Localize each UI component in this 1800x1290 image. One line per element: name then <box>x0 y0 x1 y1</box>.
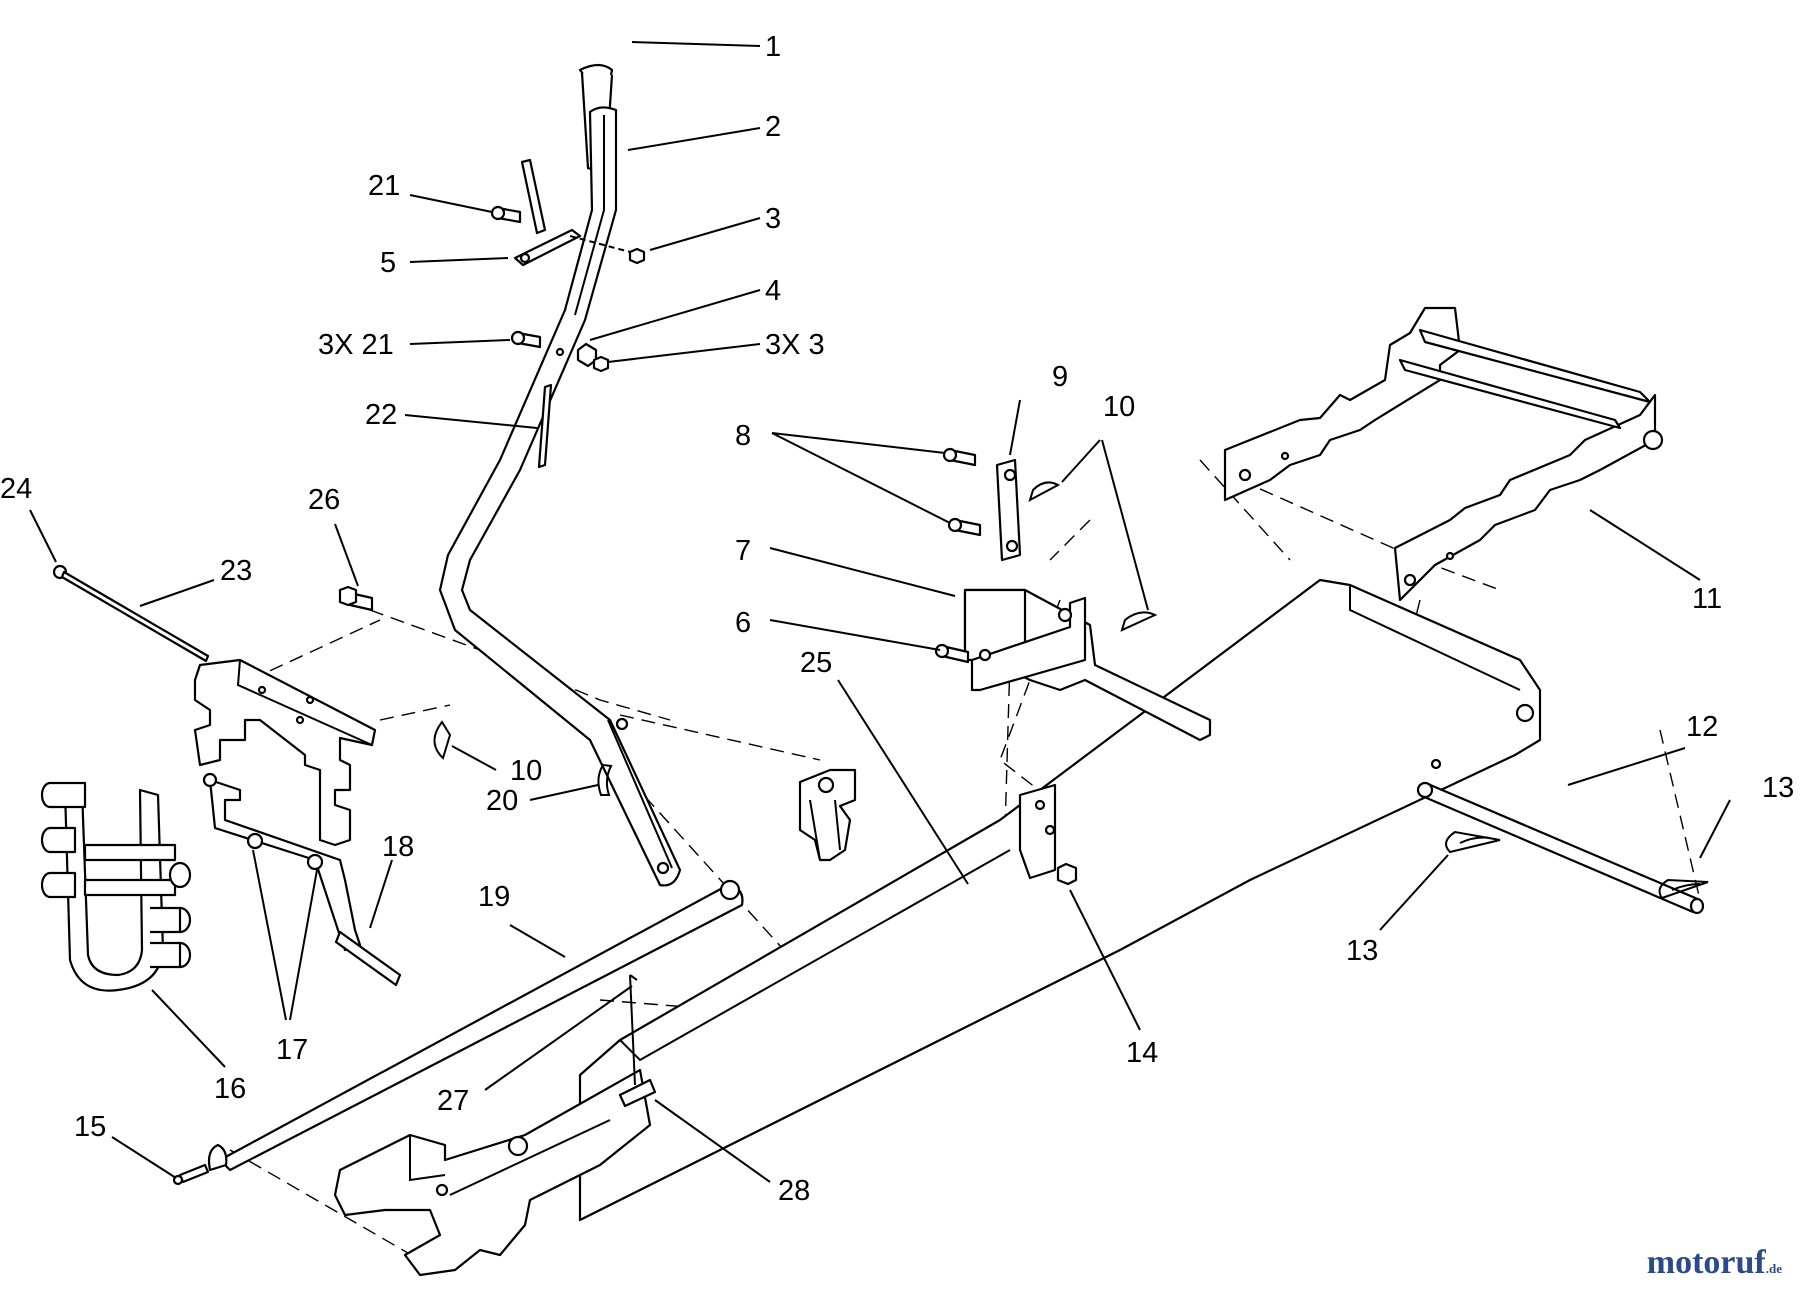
callout-2: 2 <box>765 111 781 143</box>
callout-6: 6 <box>735 607 751 639</box>
callout-15: 15 <box>74 1111 106 1143</box>
callout-9: 9 <box>1052 361 1068 393</box>
part-26-bolt <box>338 585 374 612</box>
callout-3: 3 <box>765 203 781 235</box>
callout-14: 14 <box>1126 1037 1158 1069</box>
part-20-cotter <box>597 763 613 796</box>
callout-10-left: 10 <box>510 755 542 787</box>
callout-1: 1 <box>765 31 781 63</box>
part-2-lift-lever <box>438 106 682 887</box>
callout-28: 28 <box>778 1175 810 1207</box>
callout-13-left: 13 <box>1346 935 1378 967</box>
part-11-rear-bracket <box>1223 306 1664 602</box>
callout-16: 16 <box>214 1073 246 1105</box>
main-frame <box>578 578 1542 1222</box>
callout-4: 4 <box>765 275 781 307</box>
leader-lines <box>29 41 1731 1183</box>
callout-23: 23 <box>220 555 252 587</box>
callout-12: 12 <box>1686 711 1718 743</box>
part-16-spring-guard <box>40 781 192 992</box>
callout-19: 19 <box>478 881 510 913</box>
lift-bracket-assembly <box>934 447 1212 742</box>
callout-5: 5 <box>380 247 396 279</box>
watermark-logo: motoruf.de <box>1647 1244 1782 1282</box>
callout-27: 27 <box>437 1085 469 1117</box>
callout-20: 20 <box>486 785 518 817</box>
watermark-brand: motoruf <box>1646 1244 1766 1281</box>
part-27-28 <box>618 974 657 1108</box>
bracket-left <box>193 658 377 847</box>
callout-8: 8 <box>735 420 751 452</box>
front-hitch <box>333 1068 652 1277</box>
callout-18: 18 <box>382 831 414 863</box>
parts-small-fasteners <box>510 330 610 373</box>
part-23-rod-with-part-24 <box>52 564 210 663</box>
callout-22: 22 <box>365 399 397 431</box>
part-13-hairpins <box>1445 830 1709 900</box>
callout-24: 24 <box>0 473 32 505</box>
callout-labels: 1 2 3 4 3X 3 21 5 3X 21 22 24 23 26 9 10… <box>0 31 1794 1207</box>
part-10-hairpin-left <box>433 720 452 760</box>
part-22-rod <box>537 383 553 469</box>
lower-bracket <box>1018 783 1078 886</box>
watermark-tld: .de <box>1765 1261 1782 1276</box>
callout-26: 26 <box>308 484 340 516</box>
part-19-rod <box>207 879 744 1172</box>
part-12-pin <box>1416 781 1705 915</box>
callout-21: 21 <box>368 170 400 202</box>
callout-7: 7 <box>735 535 751 567</box>
callout-10-right: 10 <box>1103 391 1135 423</box>
callout-13-right: 13 <box>1762 772 1794 804</box>
callout-3x21: 3X 21 <box>318 329 394 361</box>
part-5-latch-assembly <box>490 158 646 267</box>
callout-3x3: 3X 3 <box>765 329 825 361</box>
part-15-pin <box>172 1163 210 1186</box>
callout-25: 25 <box>800 647 832 679</box>
callout-17: 17 <box>276 1034 308 1066</box>
part-18-arm <box>202 772 402 987</box>
callout-11: 11 <box>1692 583 1722 615</box>
